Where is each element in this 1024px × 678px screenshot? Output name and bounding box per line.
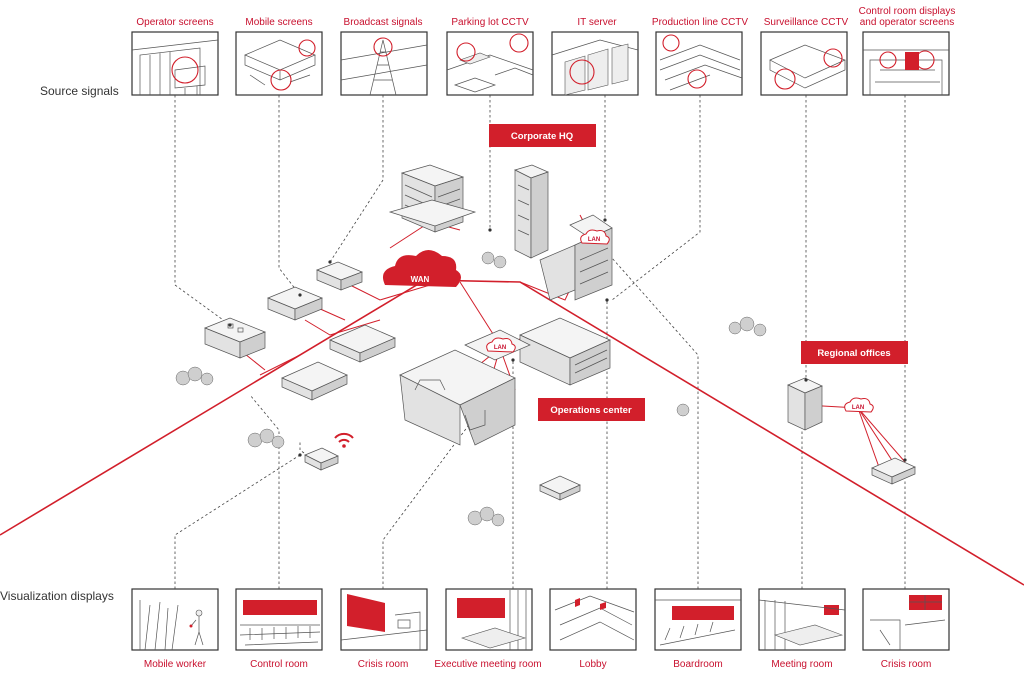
building-mid-left (267, 286, 323, 321)
wan-label: WAN (411, 275, 430, 284)
row-label-visualization-displays: Visualization displays (0, 589, 114, 603)
thumbnail-production-line-cctv (655, 31, 743, 96)
building-operations-center (399, 317, 611, 446)
display-label-executive-meeting-room: Executive meeting room (434, 659, 541, 670)
building-regional-office-2 (871, 457, 916, 485)
display-label-control-room: Control room (250, 659, 308, 670)
display-label-meeting-room: Meeting room (771, 659, 832, 670)
visualization-display-labels: Mobile worker Control room Crisis room E… (144, 659, 931, 670)
thumbnail-boardroom (654, 588, 742, 651)
display-label-lobby: Lobby (579, 659, 606, 670)
building-low-warehouses (281, 324, 396, 401)
source-label-control-room-line2: and operator screens (860, 17, 955, 28)
source-label-mobile-screens: Mobile screens (245, 17, 312, 28)
display-label-boardroom: Boardroom (673, 659, 722, 670)
lan-cloud-operations-icon: LAN (486, 337, 516, 353)
building-regional-office-1 (787, 377, 823, 431)
thumbnail-mobile-worker (131, 588, 219, 651)
source-signal-thumbnails (131, 31, 950, 96)
row-label-source-signals: Source signals (40, 84, 119, 98)
tag-operations-center-label: Operations center (550, 405, 632, 416)
thumbnail-lobby (549, 588, 637, 651)
lan-cloud-regional-icon: LAN (844, 397, 874, 413)
connection-dots (228, 218, 907, 462)
display-label-mobile-worker: Mobile worker (144, 659, 207, 670)
source-label-operator-screens: Operator screens (136, 17, 213, 28)
building-small-left (204, 317, 266, 359)
lan-label-operations: LAN (494, 345, 506, 351)
thumbnail-operator-screens (131, 31, 219, 96)
source-label-it-server: IT server (577, 17, 617, 28)
visualization-display-thumbnails (131, 588, 950, 651)
wan-cloud-icon: WAN (382, 250, 461, 287)
building-corporate-hq-annex (539, 214, 613, 301)
lan-label-regional: LAN (852, 405, 864, 411)
thumbnail-meeting-room (758, 588, 846, 651)
building-mobile-site (304, 447, 339, 471)
thumbnail-control-room (235, 588, 323, 651)
thumbnail-crisis-room-2 (862, 588, 950, 651)
thumbnail-crisis-room (340, 588, 428, 651)
source-label-broadcast-signals: Broadcast signals (344, 17, 423, 28)
trees (175, 251, 767, 527)
display-label-crisis-room: Crisis room (358, 659, 409, 670)
tag-operations-center: Operations center (538, 398, 645, 421)
thumbnail-it-server (551, 31, 639, 96)
tag-corporate-hq: Corporate HQ (489, 124, 596, 147)
thumbnail-executive-meeting-room (445, 588, 533, 651)
building-small-bottom (539, 475, 581, 501)
tag-corporate-hq-label: Corporate HQ (511, 131, 573, 142)
thumbnail-parking-lot-cctv (446, 31, 534, 96)
thumbnail-broadcast-signals (340, 31, 428, 96)
wifi-icon (334, 432, 354, 448)
source-signal-labels: Operator screens Mobile screens Broadcas… (136, 6, 955, 28)
source-label-control-room-line1: Control room displays (859, 6, 956, 17)
thumbnail-control-room-operator-screens (862, 31, 950, 96)
source-label-production-line-cctv: Production line CCTV (652, 17, 748, 28)
lan-cloud-hq-icon: LAN (580, 229, 610, 245)
display-label-crisis-room-2: Crisis room (881, 659, 932, 670)
source-label-surveillance-cctv: Surveillance CCTV (764, 17, 849, 28)
building-mid-left-2 (316, 261, 363, 291)
building-tall-office (388, 164, 477, 233)
building-corporate-hq-tower (514, 164, 549, 259)
lan-label-hq: LAN (588, 237, 600, 243)
thumbnail-surveillance-cctv (760, 31, 848, 96)
thumbnail-mobile-screens (235, 31, 323, 96)
source-label-parking-lot-cctv: Parking lot CCTV (451, 17, 529, 28)
tag-regional-offices-label: Regional offices (817, 348, 890, 359)
tag-regional-offices: Regional offices (801, 341, 908, 364)
